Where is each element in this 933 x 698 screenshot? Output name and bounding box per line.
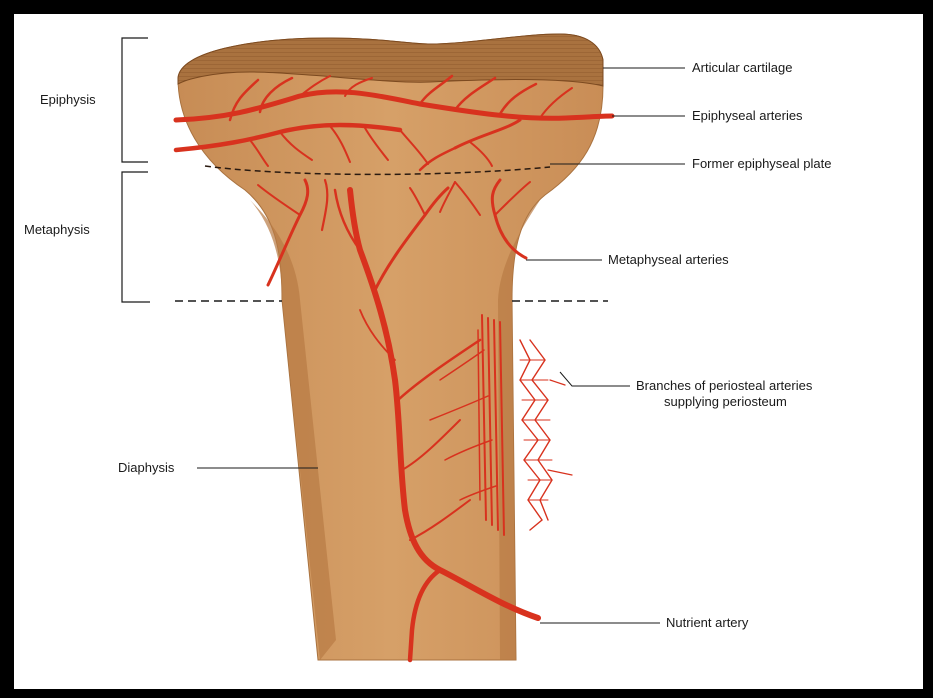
label-periosteal-arteries-line2: supplying periosteum (664, 394, 787, 409)
label-nutrient-artery: Nutrient artery (666, 615, 749, 630)
cortex-shade-right (498, 200, 540, 660)
epiphysis-bracket (122, 38, 148, 162)
label-metaphyseal-arteries: Metaphyseal arteries (608, 252, 729, 267)
label-articular-cartilage: Articular cartilage (692, 60, 792, 75)
label-epiphyseal-arteries: Epiphyseal arteries (692, 108, 803, 123)
label-former-epiphyseal-plate: Former epiphyseal plate (692, 156, 831, 171)
label-epiphysis: Epiphysis (40, 92, 96, 107)
metaphysis-bracket (122, 172, 150, 302)
label-periosteal-arteries-line1: Branches of periosteal arteries (636, 378, 813, 393)
label-diaphysis: Diaphysis (118, 460, 175, 475)
leader-periosteal-arteries (560, 372, 630, 386)
label-metaphysis: Metaphysis (24, 222, 90, 237)
